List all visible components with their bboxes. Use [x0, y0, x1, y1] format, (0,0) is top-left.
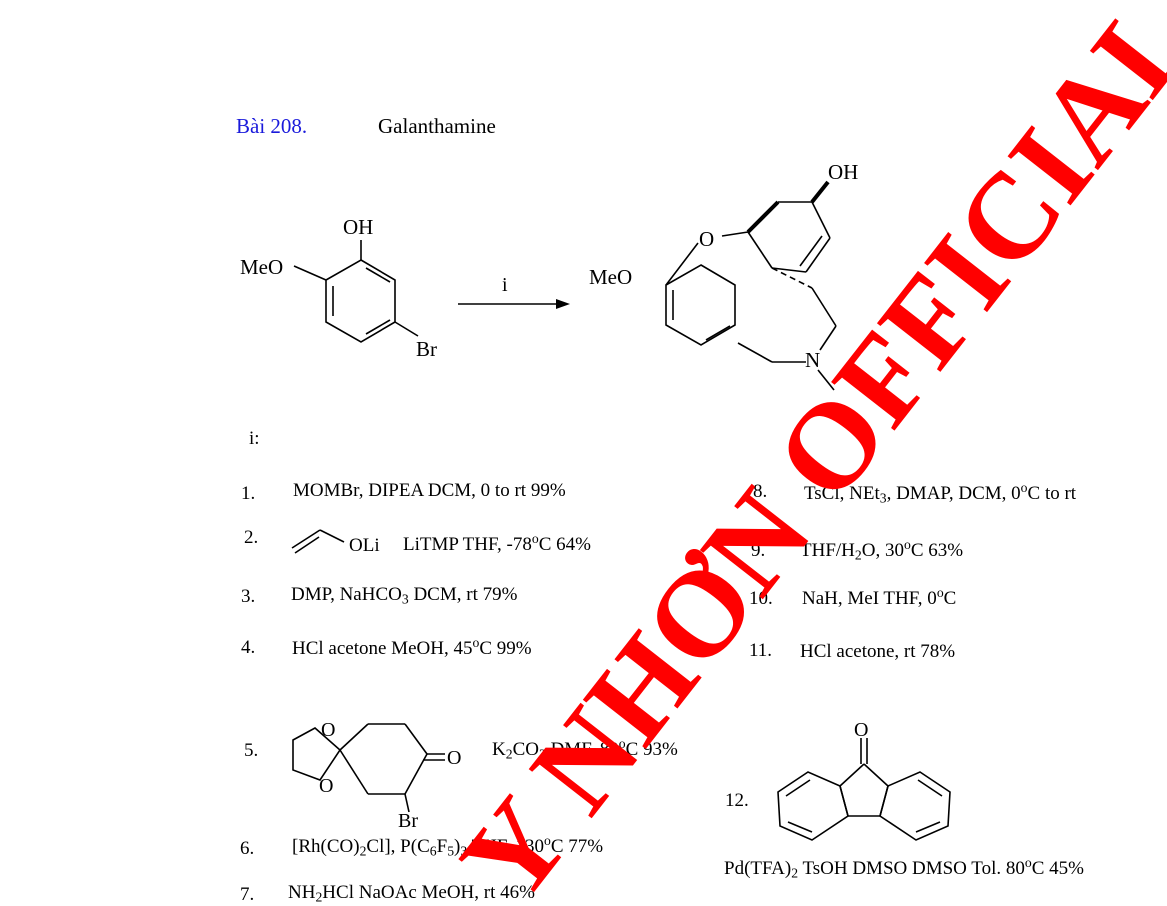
step-10-number: 10. [749, 588, 773, 609]
step-10-conditions: NaH, MeI THF, 0oC [802, 585, 957, 609]
start-oh-label: OH [343, 215, 373, 239]
ketone-br-label: Br [398, 810, 418, 832]
step-11-conditions: HCl acetone, rt 78% [800, 641, 956, 662]
step-4-conditions: HCl acetone MeOH, 45oC 99% [292, 635, 532, 659]
step-11-number: 11. [749, 640, 773, 661]
step-9-conditions: THF/H2O, 30oC 63% [800, 537, 964, 563]
step-8-number: 8. [753, 481, 768, 502]
start-br-label: Br [416, 337, 437, 361]
conditions-label: i: [249, 428, 260, 449]
ketal-o1-label: O [321, 719, 335, 741]
product-o-label: O [699, 227, 714, 251]
step-3-conditions: DMP, NaHCO3 DCM, rt 79% [291, 584, 518, 607]
fluorenone-o-label: O [854, 719, 868, 741]
step-2-olabel: OLi [349, 535, 380, 556]
compound-name: Galanthamine [378, 114, 496, 138]
step-12-conditions: Pd(TFA)2 TsOH DMSO DMSO Tol. 80oC 45% [724, 855, 1084, 881]
step-2-number: 2. [244, 527, 259, 548]
step-4-number: 4. [241, 637, 256, 658]
product-n-label: N [805, 348, 820, 372]
start-meo-label: MeO [240, 255, 283, 279]
vinyl-oxide-structure [291, 529, 345, 554]
bromo-ketal-ketone-structure: O O O Br [292, 719, 461, 832]
step-6-conditions: [Rh(CO)2Cl], P(C6F5)3 THF, 130oC 77% [292, 833, 604, 859]
step-5-number: 5. [244, 740, 259, 761]
step-9-number: 9. [751, 540, 766, 561]
problem-number: Bài 208. [236, 114, 308, 138]
product-oh-label: OH [828, 160, 858, 184]
arrow-label: i [502, 274, 508, 296]
step-6-number: 6. [240, 838, 255, 859]
step-7-number: 7. [240, 884, 255, 905]
step-12-number: 12. [725, 790, 749, 811]
step-3-number: 3. [241, 586, 256, 607]
step-7-conditions: NH2HCl NaOAc MeOH, rt 46% [288, 882, 535, 905]
start-benzene-ring [325, 259, 396, 343]
step-5-conditions: K2CO3 DMF, 80oC 93% [492, 736, 678, 762]
fluorenone-structure: O [777, 719, 951, 841]
reaction-scheme: OH MeO Br i OH O MeO N [240, 160, 858, 391]
step-2-conditions: LiTMP THF, -78oC 64% [403, 531, 591, 555]
ketone-o-label: O [447, 747, 461, 769]
step-1-conditions: MOMBr, DIPEA DCM, 0 to rt 99% [293, 480, 566, 501]
product-meo-label: MeO [589, 265, 632, 289]
ketal-o2-label: O [319, 775, 333, 797]
step-1-number: 1. [241, 483, 256, 504]
step-8-conditions: TsCl, NEt3, DMAP, DCM, 0oC to rt [804, 480, 1077, 506]
